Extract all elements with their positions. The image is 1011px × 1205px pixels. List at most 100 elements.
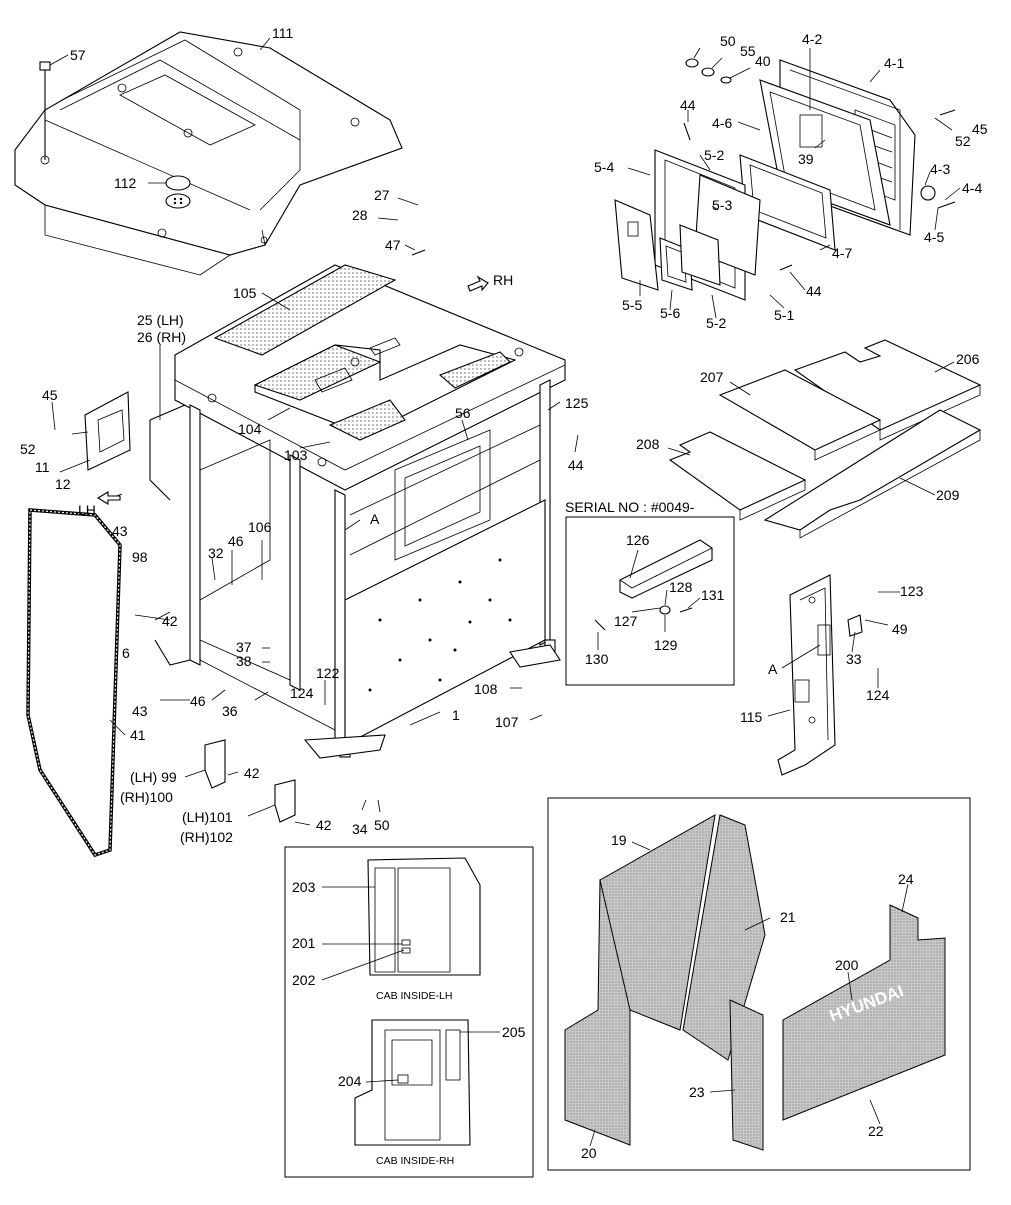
label-207: 207 (700, 369, 724, 385)
label-lh: LH (78, 502, 96, 518)
label-4-4: 4-4 (962, 180, 982, 196)
label-105: 105 (233, 285, 257, 301)
label-24: 24 (898, 871, 914, 887)
label-46a: 46 (228, 533, 244, 549)
roof-panel (14, 31, 403, 276)
label-rh: RH (493, 272, 513, 288)
label-42b: 42 (244, 765, 260, 781)
frame-5-3 (679, 224, 721, 286)
label-107: 107 (495, 714, 519, 730)
screws (411, 109, 956, 271)
label-19: 19 (611, 832, 627, 848)
label-39: 39 (798, 151, 814, 167)
label-a2: A (768, 661, 778, 677)
label-23: 23 (689, 1084, 705, 1100)
label-203: 203 (292, 879, 316, 895)
label-21: 21 (780, 909, 796, 925)
label-200: 200 (835, 957, 859, 973)
label-37: 37 (236, 639, 252, 655)
label-57: 57 (70, 47, 86, 63)
label-5-3: 5-3 (712, 197, 732, 213)
label-125: 125 (565, 395, 589, 411)
label-106: 106 (248, 519, 272, 535)
label-44c: 44 (568, 457, 584, 473)
label-52a: 52 (20, 441, 36, 457)
lh-arrow-icon (96, 491, 121, 505)
label-50b: 50 (374, 817, 390, 833)
label-43b: 43 (132, 703, 148, 719)
label-129: 129 (654, 637, 678, 653)
door-seal-41 (26, 508, 122, 858)
label-123: 123 (900, 583, 924, 599)
label-201: 201 (292, 935, 316, 951)
label-47: 47 (385, 237, 401, 253)
label-a1: A (370, 511, 380, 527)
washers-50-55-40 (685, 58, 732, 84)
label-4-1: 4-1 (884, 55, 904, 71)
label-130: 130 (585, 651, 609, 667)
label-205: 205 (502, 1024, 526, 1040)
inset-title-rh: CAB INSIDE-RH (376, 1155, 454, 1167)
label-45a: 45 (42, 387, 58, 403)
knob-4-3 (920, 185, 956, 209)
mat-209 (763, 409, 982, 539)
inset-title-lh: CAB INSIDE-LH (376, 990, 452, 1002)
label-26: 26 (RH) (137, 329, 186, 345)
label-5-2a: 5-2 (704, 147, 724, 163)
label-45b: 45 (972, 121, 988, 137)
label-12: 12 (55, 476, 71, 492)
label-103: 103 (284, 447, 308, 463)
mat-208 (668, 431, 807, 521)
label-44a: 44 (680, 97, 696, 113)
cab-inside-inset (284, 846, 534, 1178)
label-46b: 46 (190, 693, 206, 709)
label-206: 206 (956, 351, 980, 367)
serial-inset (565, 516, 735, 686)
part-labels: 111 57 112 27 28 47 RH 105 25 (LH) 26 (R… (20, 25, 988, 1167)
label-104: 104 (238, 421, 262, 437)
cover-5-5 (614, 199, 659, 291)
label-41: 41 (130, 727, 146, 743)
label-4-6: 4-6 (712, 115, 732, 131)
label-56: 56 (455, 405, 471, 421)
label-42c: 42 (316, 817, 332, 833)
label-33: 33 (846, 651, 862, 667)
label-115: 115 (740, 709, 763, 725)
label-202: 202 (292, 972, 316, 988)
label-208: 208 (636, 436, 660, 452)
label-112: 112 (114, 175, 137, 191)
label-5-5: 5-5 (622, 297, 642, 313)
label-55: 55 (740, 43, 756, 59)
label-126: 126 (626, 532, 650, 548)
bracket-101 (274, 779, 296, 823)
label-1: 1 (452, 707, 460, 723)
label-101: (LH)101 (182, 809, 233, 825)
label-4-5: 4-5 (924, 229, 944, 245)
label-128: 128 (669, 579, 693, 595)
label-43a: 43 (112, 523, 128, 539)
label-108: 108 (474, 681, 498, 697)
bracket-99 (204, 739, 226, 789)
label-5-1: 5-1 (774, 307, 794, 323)
label-124a: 124 (290, 685, 314, 701)
label-127: 127 (614, 613, 638, 629)
leader-lines (49, 37, 961, 1147)
label-102: (RH)102 (180, 829, 233, 845)
label-4-7: 4-7 (832, 245, 852, 261)
bracket-11 (84, 391, 131, 471)
label-4-2: 4-2 (802, 31, 822, 47)
bracket-115 (777, 574, 863, 776)
label-99: (LH) 99 (130, 769, 177, 785)
label-5-6: 5-6 (660, 305, 680, 321)
label-42a: 42 (162, 613, 178, 629)
label-27: 27 (374, 187, 390, 203)
insulation-inset (547, 797, 971, 1171)
label-5-2b: 5-2 (706, 315, 726, 331)
mat-207 (718, 369, 882, 461)
label-6: 6 (122, 645, 130, 661)
label-122: 122 (316, 665, 340, 681)
serial-note: SERIAL NO : #0049- (565, 499, 695, 515)
label-131: 131 (701, 587, 725, 603)
